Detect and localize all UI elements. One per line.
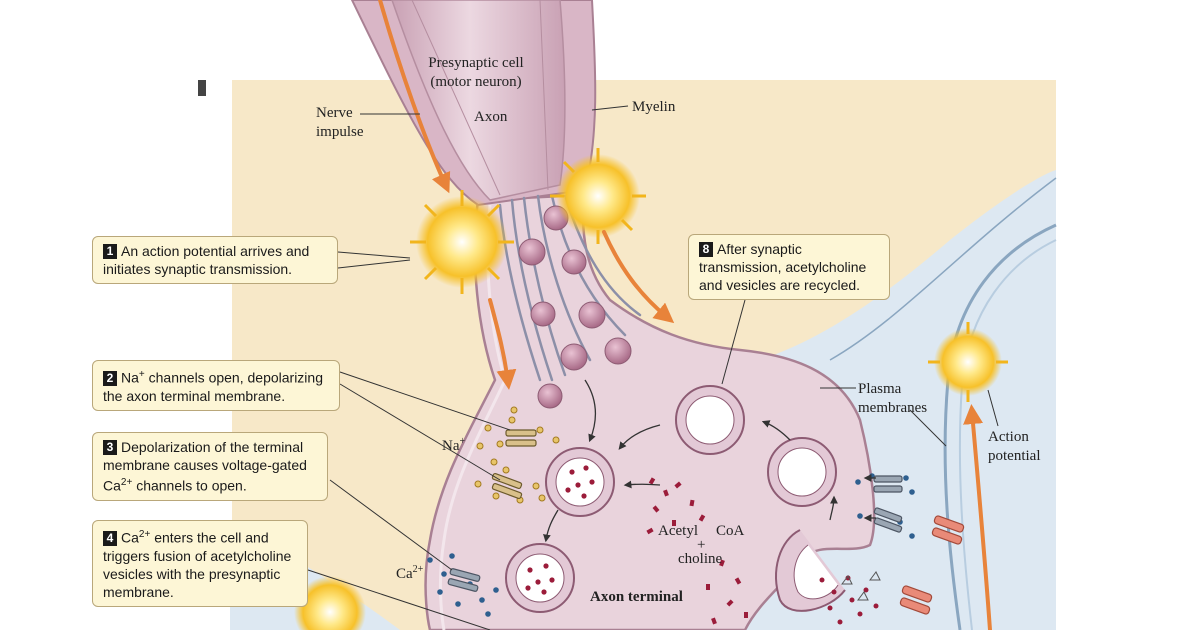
- step-2-pre: Na: [121, 369, 139, 386]
- label-acetyl: Acetyl: [658, 523, 698, 539]
- label-presynaptic: Presynaptic cell (motor neuron): [416, 54, 536, 92]
- pointer-lines: [307, 105, 999, 630]
- label-na-text: Na: [442, 438, 460, 454]
- label-presynaptic-line2: (motor neuron): [430, 74, 522, 90]
- label-action-potential: Action potential: [988, 428, 1041, 466]
- vesicles-upper: [518, 205, 632, 409]
- label-ca-sup: 2+: [412, 564, 424, 575]
- ca-channels: [447, 475, 903, 592]
- step-4-number: 4: [103, 530, 117, 546]
- label-plasma-line2: membranes: [858, 400, 928, 416]
- label-nerve-line1: Nerve: [316, 105, 353, 121]
- step-2-post: channels open, depolarizing the axon ter…: [103, 369, 323, 404]
- step-3-sup: 2+: [120, 477, 133, 488]
- label-action-line2: potential: [988, 448, 1041, 464]
- muscle-outline-top: [829, 177, 1057, 361]
- label-presynaptic-line1: Presynaptic cell: [428, 55, 524, 71]
- label-plasma-membranes: Plasma membranes: [858, 380, 927, 418]
- axon-shaft: [391, 0, 566, 201]
- step-3-pre: Depolarization of the terminal membrane …: [103, 439, 307, 494]
- step-2-number: 2: [103, 370, 117, 386]
- step-4-sup: 2+: [138, 529, 151, 540]
- step-1-text: An action potential arrives and initiate…: [103, 243, 310, 277]
- label-myelin: Myelin: [632, 99, 676, 115]
- label-nerve-impulse: Nerve impulse: [316, 104, 364, 142]
- ach-synthesis-dots: [646, 477, 748, 625]
- step-3-number: 3: [103, 440, 117, 455]
- label-plasma-line1: Plasma: [858, 381, 902, 397]
- cleft-ach: [819, 575, 879, 625]
- flash-muscle-icon: [928, 322, 1008, 402]
- label-ca-text: Ca: [396, 566, 413, 582]
- cycle-arrows: [543, 379, 876, 543]
- na-ions: [474, 406, 560, 504]
- label-na-ion: Na+: [442, 432, 465, 456]
- flash-left-icon: [410, 190, 514, 294]
- step-1-number: 1: [103, 244, 117, 259]
- recycled-vesicles: [675, 385, 837, 507]
- label-plus: +: [697, 537, 706, 553]
- flash-right-icon: [550, 148, 646, 244]
- step-4-pre: Ca: [121, 529, 139, 546]
- label-axon: Axon: [474, 109, 508, 125]
- label-choline: choline: [678, 551, 723, 567]
- step-4-post: enters the cell and triggers fusion of a…: [103, 529, 292, 600]
- label-nerve-line2: impulse: [316, 124, 364, 140]
- step-8-number: 8: [699, 242, 713, 257]
- step-2-sup: +: [138, 369, 145, 380]
- corner-mark: [198, 80, 206, 96]
- ach-vesicles: [505, 447, 615, 613]
- label-axon-terminal: Axon terminal: [590, 589, 683, 605]
- step-8-text: After synaptic transmission, acetylcholi…: [699, 241, 867, 293]
- flash-bottom-left-icon: [294, 576, 366, 630]
- step-3-post: channels to open.: [132, 477, 247, 494]
- ach-receptors: [899, 515, 965, 615]
- label-na-sup: +: [459, 436, 466, 447]
- myelin-line: [539, 0, 549, 191]
- label-coa: CoA: [716, 523, 745, 539]
- impulse-arrows: [378, 0, 992, 630]
- myelin-line: [411, 0, 501, 196]
- label-ca-ion: Ca2+: [396, 560, 423, 584]
- acetylcholinesterase-marks: [841, 571, 881, 601]
- label-action-line1: Action: [988, 429, 1029, 445]
